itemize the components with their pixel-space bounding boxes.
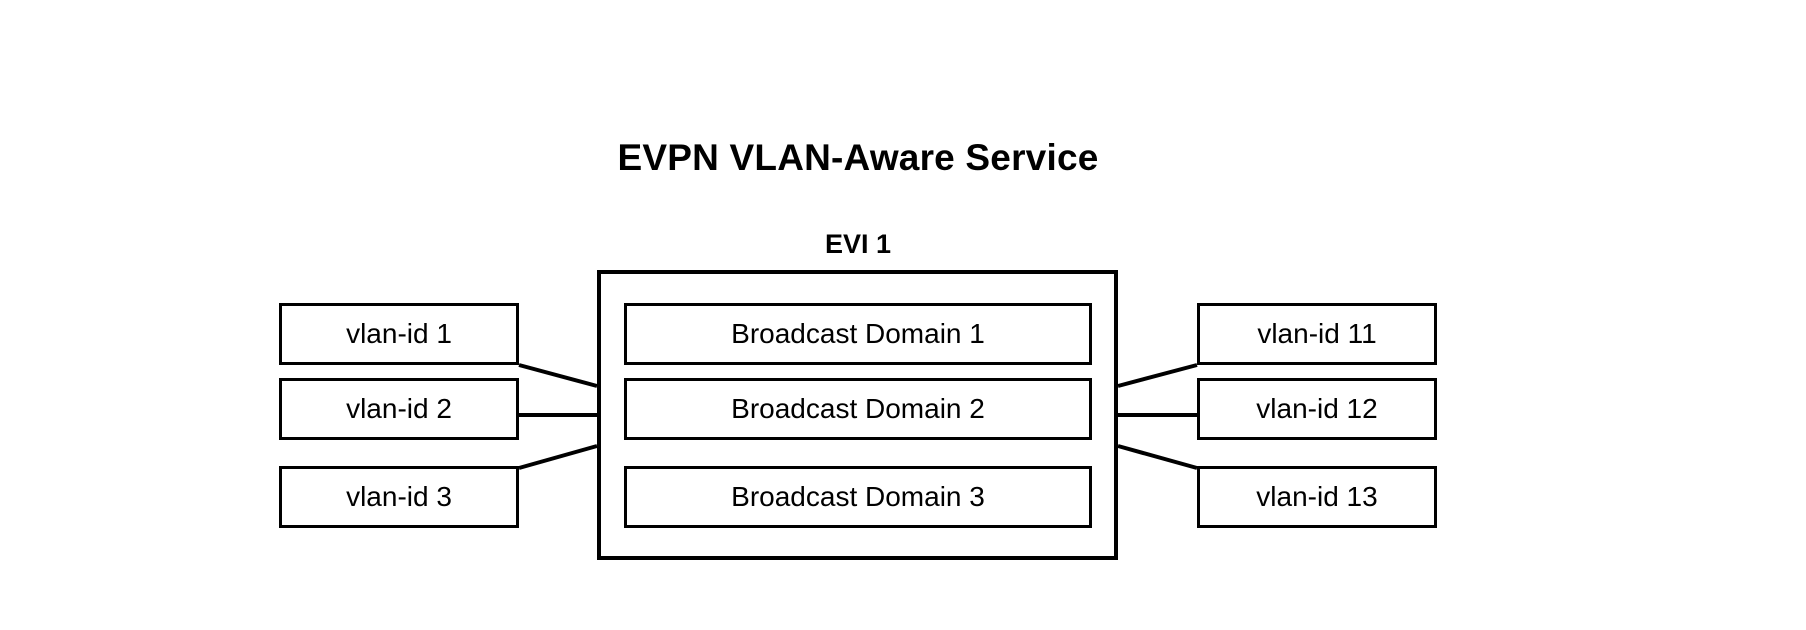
node-vlan-id-2[interactable]: vlan-id 2 <box>279 378 519 440</box>
node-broadcast-domain-1[interactable]: Broadcast Domain 1 <box>624 303 1092 365</box>
connector-broadcast-domain-1-to-vlan-id-11 <box>1117 363 1198 388</box>
connector-vlan-id-1-to-broadcast-domain-1 <box>518 363 598 388</box>
node-label: vlan-id 11 <box>1257 318 1377 349</box>
connector-vlan-id-3-to-broadcast-domain-3 <box>518 444 598 470</box>
evi-container <box>597 270 1118 560</box>
node-broadcast-domain-3[interactable]: Broadcast Domain 3 <box>624 466 1092 528</box>
connector-broadcast-domain-3-to-vlan-id-13 <box>1117 444 1198 470</box>
node-vlan-id-1[interactable]: vlan-id 1 <box>279 303 519 365</box>
node-label: vlan-id 1 <box>346 318 452 349</box>
node-label: Broadcast Domain 1 <box>731 318 985 349</box>
node-vlan-id-11[interactable]: vlan-id 11 <box>1197 303 1437 365</box>
node-vlan-id-12[interactable]: vlan-id 12 <box>1197 378 1437 440</box>
node-vlan-id-13[interactable]: vlan-id 13 <box>1197 466 1437 528</box>
node-label: Broadcast Domain 2 <box>731 393 985 424</box>
diagram-title: EVPN VLAN-Aware Service <box>617 137 1099 178</box>
node-label: vlan-id 13 <box>1256 481 1378 512</box>
node-label: Broadcast Domain 3 <box>731 481 985 512</box>
evi-container-title: EVI 1 <box>824 229 892 259</box>
node-label: vlan-id 3 <box>346 481 452 512</box>
node-vlan-id-3[interactable]: vlan-id 3 <box>279 466 519 528</box>
node-label: vlan-id 12 <box>1256 393 1378 424</box>
node-broadcast-domain-2[interactable]: Broadcast Domain 2 <box>624 378 1092 440</box>
node-label: vlan-id 2 <box>346 393 452 424</box>
